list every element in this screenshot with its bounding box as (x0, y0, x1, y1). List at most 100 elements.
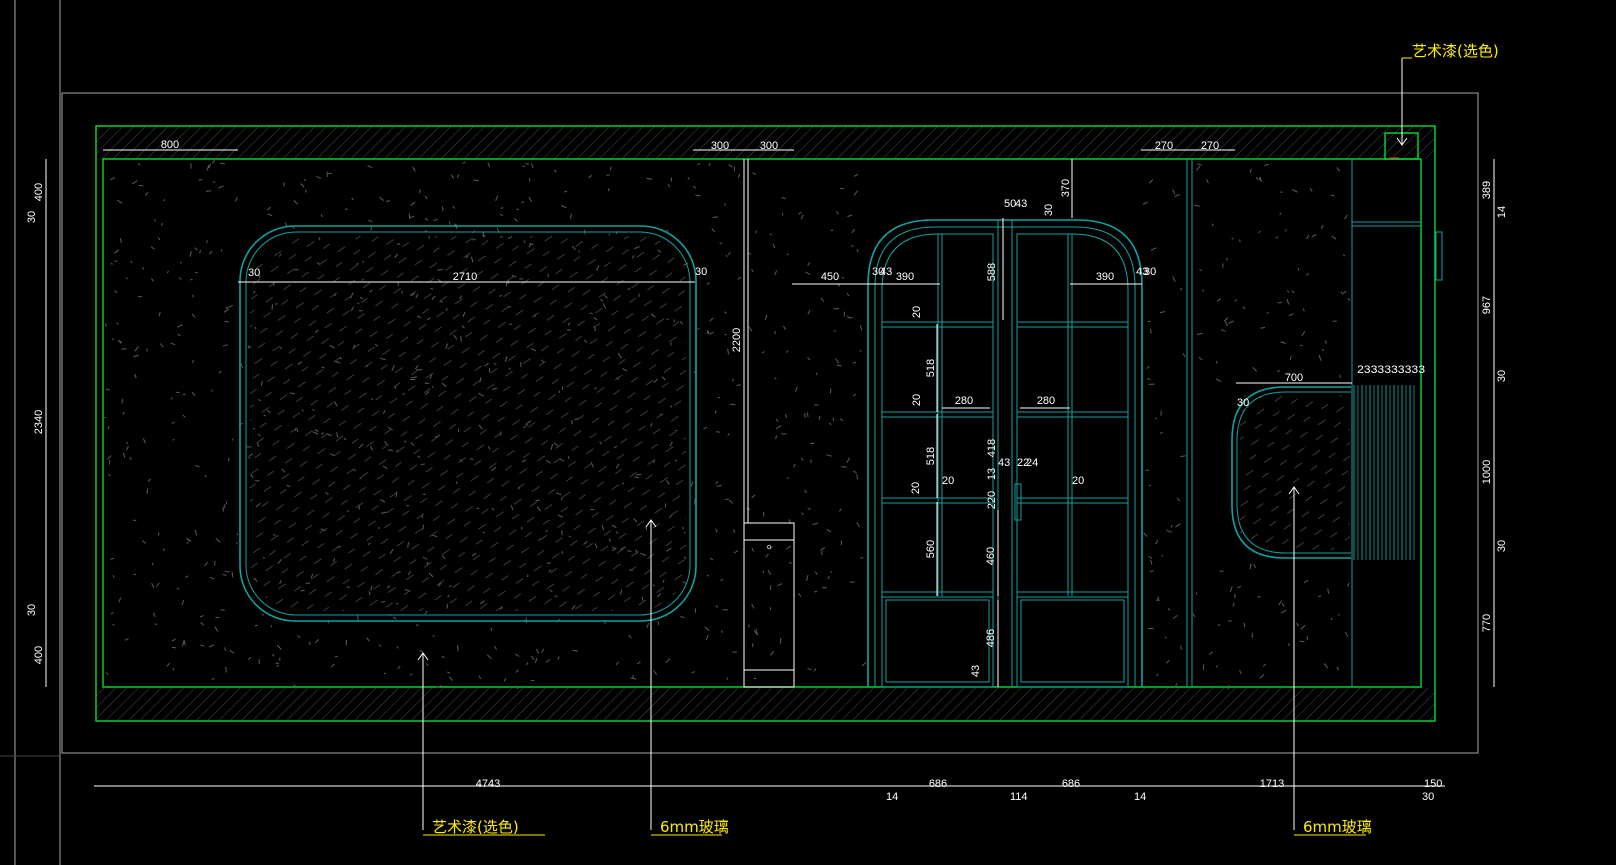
speckle (709, 317, 714, 322)
speckle (457, 645, 459, 652)
speckle (144, 192, 149, 196)
speckle (1170, 524, 1173, 528)
speckle (490, 627, 493, 632)
speckle (117, 199, 123, 204)
dim-390a: 390 (896, 271, 914, 283)
speckle (159, 343, 164, 348)
large-mirror-glass (250, 236, 686, 611)
speckle (800, 214, 804, 220)
speckle (112, 338, 114, 341)
speckle (1286, 298, 1290, 305)
speckle (1161, 554, 1164, 557)
speckle (516, 208, 519, 211)
speckle (859, 349, 862, 353)
speckle (615, 661, 620, 666)
speckle (693, 185, 697, 189)
speckle (267, 206, 271, 211)
speckle (853, 470, 857, 474)
left-vdim-400a: 400 (33, 183, 45, 201)
speckle (1262, 663, 1266, 667)
speckle (224, 320, 229, 323)
speckle (728, 164, 733, 168)
speckle (1289, 356, 1292, 361)
dim-door-43c: 43 (1015, 198, 1027, 210)
speckle (725, 254, 728, 257)
speckle (553, 169, 557, 173)
speckle (473, 179, 479, 182)
speckle (818, 415, 821, 420)
speckle (691, 671, 695, 674)
speckle (223, 309, 228, 313)
speckle (820, 546, 826, 551)
door-panel-left (885, 599, 990, 683)
speckle (283, 182, 285, 187)
speckle (810, 442, 815, 445)
speckle (711, 228, 716, 233)
speckle (351, 197, 354, 201)
speckle (670, 177, 673, 182)
speckle (1237, 585, 1242, 589)
speckle (769, 607, 772, 611)
speckle (225, 306, 229, 311)
speckle (1150, 247, 1157, 251)
speckle (397, 665, 401, 670)
speckle (163, 199, 166, 202)
right-vdim-770: 770 (1481, 614, 1493, 632)
speckle (709, 331, 714, 335)
speckle (1208, 651, 1213, 655)
speckle (1180, 287, 1183, 291)
bottom-dim-114: 114 (1010, 791, 1028, 803)
speckle (767, 569, 771, 576)
speckle (108, 460, 111, 465)
speckle (774, 377, 777, 380)
speckle (572, 649, 579, 652)
speckle (314, 639, 320, 644)
dim-370: 370 (1060, 179, 1072, 197)
speckle (682, 581, 687, 584)
speckle (814, 590, 818, 593)
small-mirror-frame (1231, 386, 1351, 559)
speckle (732, 378, 734, 382)
speckle (1287, 643, 1290, 647)
speckle (807, 310, 811, 315)
speckle (727, 433, 730, 436)
speckle (410, 201, 416, 206)
speckle (1216, 298, 1221, 302)
leader-bottom-mid (645, 519, 657, 830)
dim-door-43b: 43 (1136, 266, 1148, 278)
speckle (746, 508, 751, 510)
dim-door-43e: 43 (970, 665, 982, 677)
speckle (116, 322, 119, 325)
speckle (786, 545, 792, 550)
dim-300b: 300 (760, 140, 778, 152)
speckle (1222, 263, 1224, 268)
speckle (513, 217, 518, 223)
speckle (1331, 235, 1337, 240)
speckle (636, 661, 641, 665)
speckle (222, 573, 227, 576)
dim-door-20b: 20 (911, 394, 923, 406)
speckle (224, 647, 227, 652)
speckle (261, 613, 265, 616)
speckle (1336, 666, 1340, 671)
speckle (183, 639, 186, 646)
speckle (195, 465, 200, 468)
speckle (737, 173, 741, 179)
speckle (209, 251, 213, 255)
dim-50: 50 (1004, 198, 1016, 210)
speckle (1347, 582, 1350, 587)
speckle (1165, 660, 1170, 664)
speckle (446, 671, 451, 674)
speckle (806, 574, 809, 582)
speckle (545, 659, 551, 663)
speckle (807, 356, 811, 361)
speckle (412, 166, 416, 172)
speckle (222, 506, 224, 512)
floor-hatch-band (96, 688, 1435, 721)
speckle (1275, 236, 1279, 239)
speckle (680, 616, 685, 619)
speckle (724, 203, 726, 206)
speckle (1142, 201, 1148, 205)
speckle (1174, 194, 1180, 198)
speckle (807, 668, 812, 670)
